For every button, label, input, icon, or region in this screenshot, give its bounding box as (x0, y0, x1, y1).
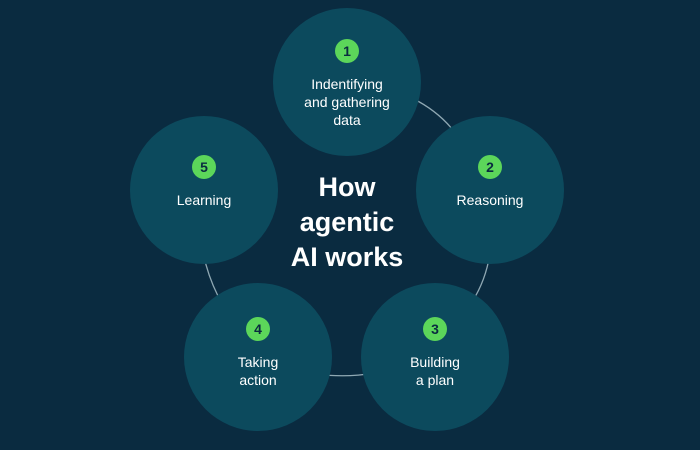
step-3-label: Building a plan (369, 353, 501, 389)
step-4-label: Taking action (192, 353, 324, 389)
step-4-number-badge: 4 (246, 317, 270, 341)
diagram-title-line-1: How (318, 172, 376, 202)
diagram-title-line-3: AI works (290, 242, 404, 272)
step-4-circle: 4 Taking action (184, 283, 332, 431)
step-4-label-line-1: Taking (237, 354, 279, 370)
step-2-number-badge: 2 (478, 155, 502, 179)
step-5-label-line-1: Learning (176, 192, 232, 208)
diagram-title-line-2: agentic (299, 207, 395, 237)
step-2-label: Reasoning (424, 191, 556, 209)
step-3-number-badge: 3 (423, 317, 447, 341)
step-5-number-badge: 5 (192, 155, 216, 179)
step-1-number-badge: 1 (335, 39, 359, 63)
step-2-label-line-1: Reasoning (456, 192, 524, 208)
step-1-label-line-2: and gathering (304, 94, 390, 110)
step-3-label-line-2: a plan (415, 372, 455, 388)
step-4-label-line-2: action (239, 372, 277, 388)
step-5-circle: 5 Learning (130, 116, 278, 264)
step-1-circle: 1 Indentifying and gathering data (273, 8, 421, 156)
step-3-circle: 3 Building a plan (361, 283, 509, 431)
step-5-label: Learning (138, 191, 270, 209)
step-2-circle: 2 Reasoning (416, 116, 564, 264)
diagram-title: How agentic AI works (262, 170, 432, 275)
step-1-label-line-3: data (333, 112, 361, 128)
step-1-label-line-1: Indentifying (311, 76, 383, 92)
step-3-label-line-1: Building (410, 354, 460, 370)
step-1-label: Indentifying and gathering data (281, 75, 413, 129)
